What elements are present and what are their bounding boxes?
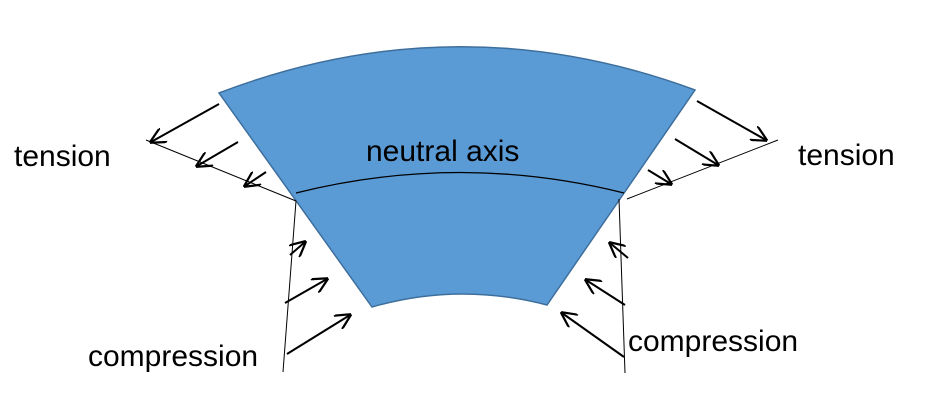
tension-label-right: tension (798, 139, 895, 172)
beam-section (217, 46, 697, 308)
tension-reference-line-left (145, 139, 297, 202)
neutral-axis-label: neutral axis (366, 135, 520, 168)
tension-arrow-right-3 (647, 169, 671, 184)
compression-arrow-right-2 (586, 280, 626, 306)
compression-arrow-right-3 (562, 313, 625, 358)
compression-arrow-left-3 (286, 315, 350, 355)
tension-arrow-right-2 (674, 138, 718, 165)
tension-arrow-left-3 (245, 171, 267, 186)
compression-arrow-left-1 (290, 242, 305, 255)
compression-reference-line-right (618, 198, 626, 374)
compression-arrow-left-2 (284, 279, 327, 304)
compression-reference-line-left (282, 200, 297, 373)
tension-arrow-left-1 (151, 103, 220, 142)
tension-label-left: tension (14, 140, 111, 173)
tension-arrow-left-2 (197, 141, 239, 166)
tension-arrow-right-1 (696, 100, 766, 140)
tension-reference-line-right (626, 139, 779, 200)
compression-label-left: compression (88, 340, 259, 373)
neutral-axis-line (295, 171, 625, 194)
compression-arrow-right-1 (610, 243, 629, 259)
compression-label-right: compression (628, 325, 799, 358)
